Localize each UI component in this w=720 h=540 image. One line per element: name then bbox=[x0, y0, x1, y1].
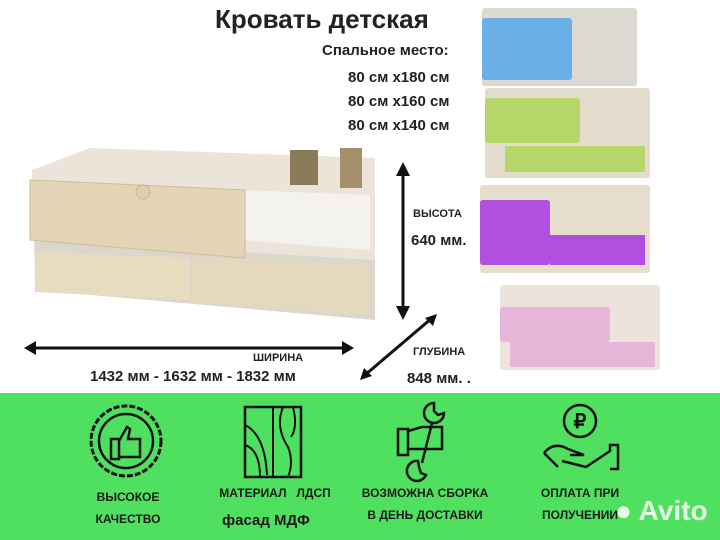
variant-pink bbox=[500, 285, 660, 370]
variant-green bbox=[485, 88, 650, 178]
page-title: Кровать детская bbox=[215, 4, 429, 34]
width-arrow bbox=[24, 341, 354, 355]
variant-blue bbox=[482, 8, 637, 86]
size-option: 80 см х140 см bbox=[348, 117, 450, 134]
bed-illustration bbox=[24, 148, 437, 380]
depth-label: ГЛУБИНА bbox=[413, 346, 466, 358]
size-option: 80 см х180 см bbox=[348, 69, 450, 86]
width-value: 1432 мм - 1632 мм - 1832 мм bbox=[90, 368, 296, 385]
depth-arrow bbox=[360, 314, 437, 380]
avito-watermark: ● Avito bbox=[615, 495, 708, 526]
ruble-hand-icon: ₽ bbox=[543, 403, 620, 471]
svg-text:₽: ₽ bbox=[574, 411, 587, 433]
thumbs-up-badge-icon bbox=[89, 404, 163, 478]
sleeping-place-label: Спальное место: bbox=[322, 42, 449, 59]
feature-facade: фасад МДФ bbox=[222, 512, 310, 529]
height-label: ВЫСОТА bbox=[413, 208, 462, 220]
hand-wrench-icon bbox=[396, 401, 446, 483]
width-label: ШИРИНА bbox=[253, 352, 304, 364]
height-arrow bbox=[396, 162, 410, 320]
depth-value: 848 мм. . bbox=[407, 370, 471, 387]
feature-material: МАТЕРИАЛ ЛДСП bbox=[219, 486, 331, 500]
variant-purple bbox=[480, 185, 650, 273]
height-value: 640 мм. bbox=[411, 232, 467, 249]
features-band: ₽ bbox=[0, 393, 720, 540]
size-option: 80 см х160 см bbox=[348, 93, 450, 110]
wood-panel-icon bbox=[243, 405, 303, 479]
